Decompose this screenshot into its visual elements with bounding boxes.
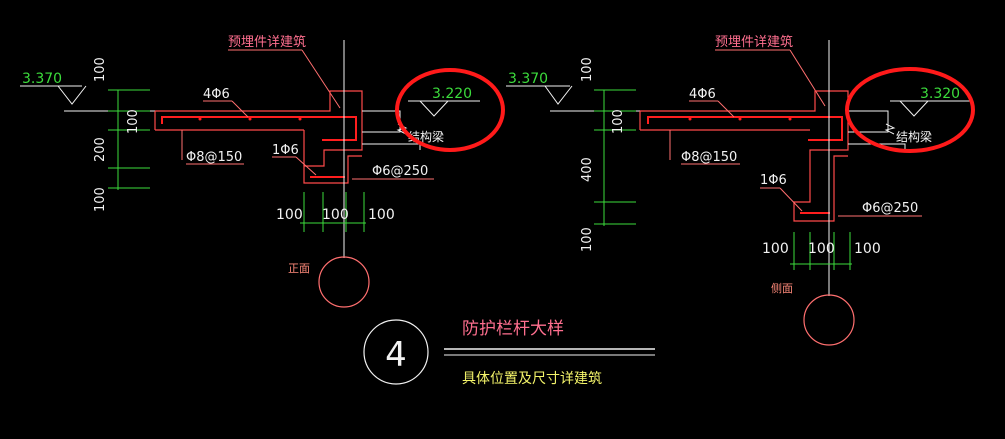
right-single-rebar-label: 1Φ6 [760, 173, 787, 188]
left-single-leader2 [295, 156, 317, 176]
left-rebar-dot [298, 117, 302, 121]
left-beam-level: 3.220 [432, 86, 472, 102]
right-highlight-circle [845, 67, 975, 153]
right-embed-note: 预埋件详建筑 [715, 34, 793, 50]
left-single-rebar-label: 1Φ6 [272, 143, 299, 158]
left-rebar-dot [248, 117, 252, 121]
left-hdim-2: 100 [322, 207, 349, 223]
detail-number-circle [363, 319, 429, 385]
right-beam-outline [848, 110, 889, 133]
left-beam-level-triangle [419, 100, 449, 117]
right-view-label: 侧面 [771, 282, 793, 295]
left-slab-outline [155, 90, 363, 184]
right-beam-level-triangle [899, 100, 929, 117]
right-rebar-top-label: 4Φ6 [689, 87, 716, 102]
right-hdim-3: 100 [854, 241, 881, 257]
left-view-label: 正面 [288, 262, 310, 275]
right-beam-label: 结构梁 [896, 129, 932, 144]
right-slab-outline [640, 90, 849, 222]
left-rebar-top-leader2 [231, 100, 249, 118]
right-vdim-2: 100 [611, 109, 626, 134]
left-hdim-ticks [303, 192, 365, 232]
left-vdim-1: 100 [93, 57, 108, 82]
right-beam-outline-2 [848, 143, 906, 150]
left-vdim-4: 100 [93, 187, 108, 212]
right-stirrup-label: Φ8@150 [681, 150, 737, 165]
left-rebar-main [161, 116, 357, 141]
left-beam-outline-2 [362, 143, 421, 150]
right-axis-bubble [803, 294, 855, 346]
right-rebar-main [647, 116, 843, 141]
right-bottom-rebar-label: Φ6@250 [862, 201, 918, 216]
right-hdim-2: 100 [808, 241, 835, 257]
right-rebar-dot [688, 117, 692, 121]
right-detail: 预埋件详建筑 3.370 100 100 400 100 4Φ6 [506, 34, 975, 346]
left-rebar-dot [198, 117, 202, 121]
left-beam-outline [362, 110, 401, 133]
left-stirrup-label: Φ8@150 [186, 150, 242, 165]
right-vdim-4: 100 [580, 227, 595, 252]
right-hdim-1: 100 [762, 241, 789, 257]
detail-subtitle: 具体位置及尺寸详建筑 [462, 371, 602, 387]
right-hdim-ticks [793, 232, 851, 270]
right-single-leader2 [779, 187, 803, 212]
left-bottom-rebar-label: Φ6@250 [372, 164, 428, 179]
right-vdim-1: 100 [580, 57, 595, 82]
right-embed-leader-diag [789, 49, 826, 107]
left-slab-level: 3.370 [22, 71, 62, 87]
right-rebar-top-leader2 [717, 100, 735, 118]
right-vdim-3: 400 [580, 157, 595, 182]
right-rebar-dot [738, 117, 742, 121]
left-hdim-3: 100 [368, 207, 395, 223]
detail-number: 4 [385, 335, 407, 375]
right-beam-break [884, 123, 896, 135]
title-block: 4 防护栏杆大样 具体位置及尺寸详建筑 [363, 319, 655, 387]
left-embed-leader-diag [301, 49, 341, 109]
left-embed-note: 预埋件详建筑 [228, 34, 306, 50]
left-hdim-1: 100 [276, 207, 303, 223]
right-vdim-ticks [594, 89, 636, 225]
left-vdim-2: 100 [126, 109, 141, 134]
right-beam-level: 3.320 [920, 86, 960, 102]
right-slab-level: 3.370 [508, 71, 548, 87]
left-highlight-circle [395, 68, 505, 152]
left-detail: 预埋件详建筑 3.370 100 100 200 100 [20, 34, 505, 308]
detail-title: 防护栏杆大样 [462, 319, 564, 339]
left-rebar-top-label: 4Φ6 [203, 87, 230, 102]
left-vdim-ticks [108, 89, 150, 189]
right-level-triangle [544, 85, 573, 105]
left-axis-bubble [318, 256, 370, 308]
right-rebar-dot [788, 117, 792, 121]
left-vdim-3: 200 [93, 137, 108, 162]
left-level-triangle [57, 85, 87, 105]
